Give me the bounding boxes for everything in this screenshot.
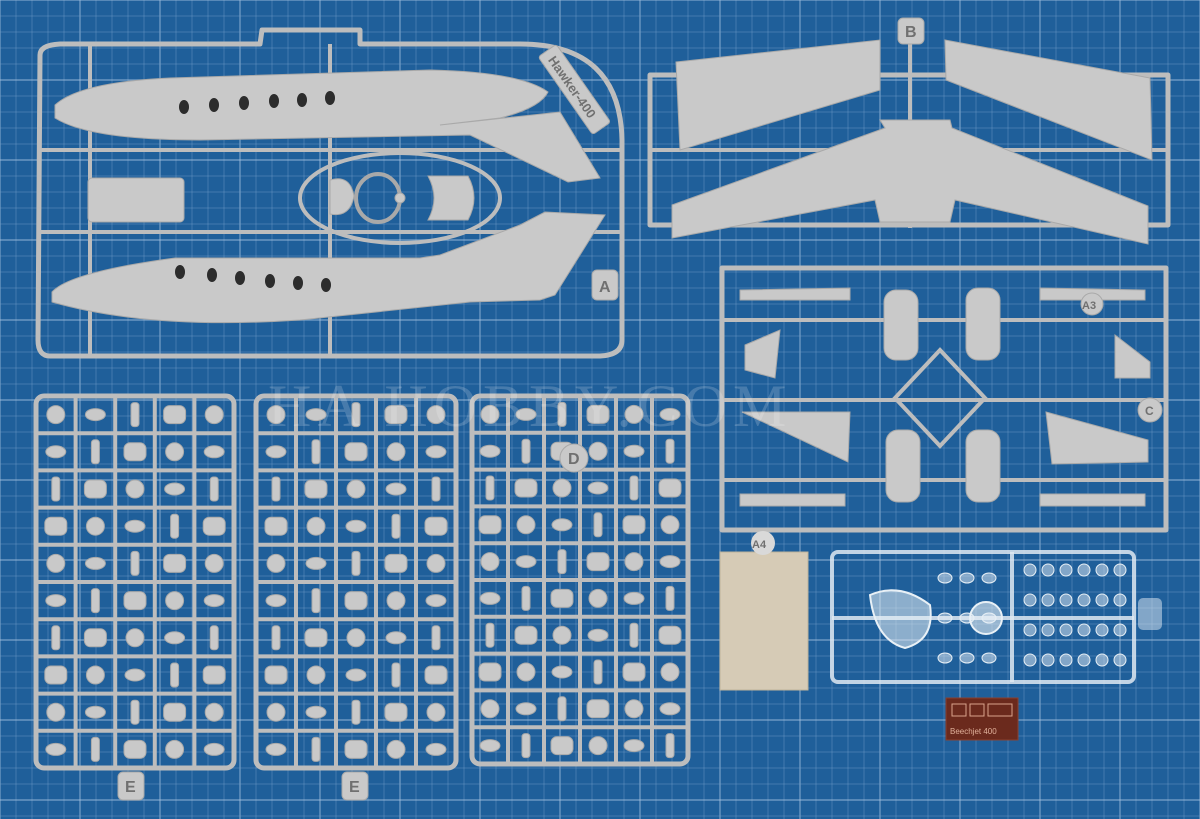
fuselage-half-lower [51, 211, 606, 324]
sprue-b-label: B [905, 24, 917, 41]
engine-nacelle [965, 287, 1001, 361]
sprue-a3-label: A3 [1082, 300, 1096, 312]
watermark: HA HOBBY.COM [268, 373, 792, 439]
wing-upper-right [944, 39, 1153, 161]
fuselage-half-upper [54, 69, 601, 183]
pe-fret-text: Beechjet 400 [950, 727, 997, 736]
engine-nacelle [885, 429, 921, 503]
cabin-floor-part [87, 177, 185, 223]
sprue-e-label-left: E [125, 779, 136, 796]
sprue-b: B [647, 17, 1171, 245]
small-parts-sprues [33, 393, 691, 771]
wing-lower-center [671, 119, 1149, 245]
clear-parts-sprue [830, 550, 1162, 684]
photo-etch-fret: Beechjet 400 [945, 697, 1019, 741]
sprue-d-label: D [568, 451, 580, 468]
sprue-a-label: A [599, 279, 611, 296]
engine-nacelle [965, 429, 1001, 503]
canopy-part [868, 589, 932, 650]
decal-label: A4 [752, 539, 767, 551]
wing-upper-left [675, 39, 881, 151]
tailplane-part [1045, 411, 1149, 465]
decal-sheet: A4 [719, 531, 809, 691]
sprue-a: Hawker-400 A [35, 27, 625, 359]
tailplane-part [741, 411, 851, 463]
sprue-a3: A3 C [719, 265, 1169, 533]
engine-nacelle [883, 289, 919, 361]
sprue-e-label-right: E [349, 779, 360, 796]
sprue-c-label: C [1145, 404, 1154, 418]
